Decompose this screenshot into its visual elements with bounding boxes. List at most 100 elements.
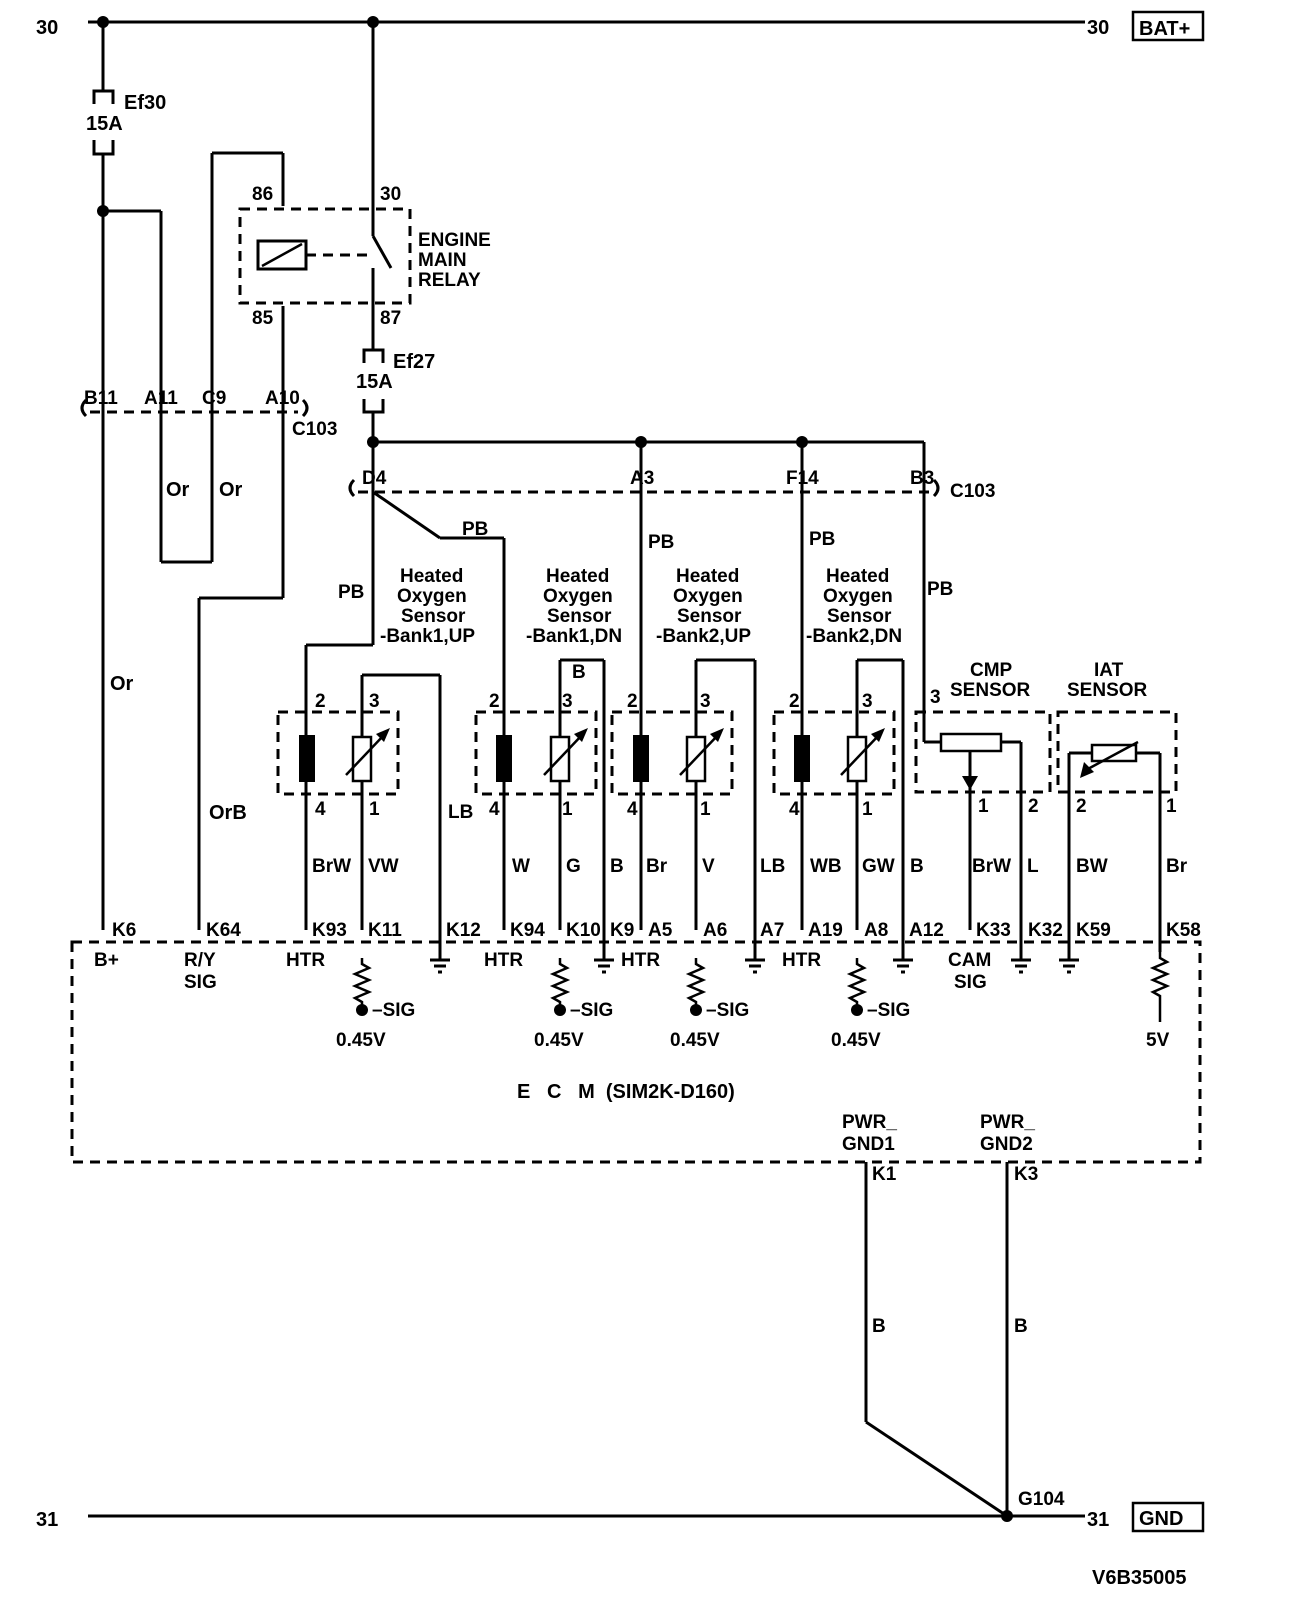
rail-label-left: 30: [36, 17, 58, 39]
ecm-label-htr-2: HTR: [484, 950, 523, 971]
ecm-pin-k1: K1: [872, 1164, 897, 1185]
o2-sensor-bank2-up: Heated Oxygen Sensor -Bank2,UP 2 3 4 1 B…: [610, 566, 785, 960]
fuse-ef27: Ef27 15A: [356, 348, 924, 448]
relay-pin-30: 30: [380, 184, 401, 205]
ecm-pin-k9: K9: [610, 920, 634, 941]
iat-sensor: IAT SENSOR 2 1 BW Br: [1056, 660, 1188, 960]
sig-volt-2: 0.45V: [534, 1030, 584, 1051]
s3-wire-pin4: Br: [646, 856, 668, 877]
s3-name-line1: Heated: [676, 566, 739, 587]
cmp-pin-3: 3: [930, 687, 941, 708]
sig-label-1: –SIG: [372, 1000, 415, 1021]
s2-pin-4: 4: [489, 799, 500, 820]
s4-pin-2: 2: [789, 691, 800, 712]
s3-pin-4: 4: [627, 799, 638, 820]
ecm-pin-k3: K3: [1014, 1164, 1038, 1185]
iat-wire-pin2: BW: [1076, 856, 1108, 877]
ecm-pin-k94: K94: [510, 920, 545, 941]
s4-name-line2: Oxygen: [823, 586, 893, 607]
ecm-label-cam-1: CAM: [948, 950, 991, 971]
s4-wire-return: B: [910, 856, 924, 877]
wire-color-or-left: Or: [110, 673, 134, 695]
fuse-ef30-rating: 15A: [86, 113, 123, 135]
ecm-pin-k33: K33: [976, 920, 1011, 941]
s1-pin-1: 1: [369, 799, 380, 820]
fuse-ef27-rating: 15A: [356, 371, 393, 393]
sig-resistor-4: –SIG 0.45V: [831, 958, 910, 1051]
gnd1-wire-color: B: [872, 1316, 886, 1337]
ground-symbol-k59: [1059, 958, 1079, 974]
wire-color-pb-a3: PB: [648, 532, 674, 553]
ground-symbol-a12: [893, 958, 913, 974]
s1-wire-pin4: BrW: [312, 856, 351, 877]
iat-pin-1: 1: [1166, 796, 1177, 817]
pullup-volt: 5V: [1146, 1030, 1170, 1051]
s2-wire-pin1: G: [566, 856, 581, 877]
sig-label-3: –SIG: [706, 1000, 749, 1021]
s2-name-line4: -Bank1,DN: [526, 626, 622, 647]
s2-wire-pin4: W: [512, 856, 530, 877]
connector-c103-upper: B11 A11 C9 A10 C103: [80, 388, 337, 440]
cmp-wiper-arrow: [962, 776, 978, 790]
iat-name-line2: SENSOR: [1067, 680, 1148, 701]
sig-resistor-3: –SIG 0.45V: [670, 958, 749, 1051]
ecm-pin-k6: K6: [112, 920, 136, 941]
ecm-pin-k11: K11: [368, 920, 402, 941]
sig-volt-4: 0.45V: [831, 1030, 881, 1051]
o2-sensor-bank2-dn: Heated Oxygen Sensor -Bank2,DN 2 3 4 1 W…: [772, 566, 924, 960]
wire-color-or-b: Or: [219, 479, 243, 501]
ground-rail: 31 31 G104 GND: [36, 1489, 1205, 1533]
s2-wire-return: B: [610, 856, 624, 877]
battery-rail: 30 30 BAT+: [36, 10, 1205, 42]
ground-symbol-k9: [594, 958, 614, 974]
ecm-pin-a12: A12: [909, 920, 944, 941]
sensor-feed-wires: PB PB PB PB PB: [304, 442, 953, 742]
gnd-rail-label-left: 31: [36, 1509, 58, 1531]
s2-name-line3: Sensor: [547, 606, 612, 627]
pwr-gnd2-line1: PWR_: [980, 1112, 1035, 1133]
ecm-pin-a8: A8: [864, 920, 888, 941]
o2-sensor-bank1-up: Heated Oxygen Sensor -Bank1,UP 2 3 4 1 B…: [276, 566, 475, 960]
s4-pin-1: 1: [862, 799, 873, 820]
c103-name-upper: C103: [292, 419, 337, 440]
gnd2-wire-color: B: [1014, 1316, 1028, 1337]
cmp-wire-pin1: BrW: [972, 856, 1011, 877]
pullup-resistor-k58: 5V: [1146, 952, 1171, 1051]
sig-label-2: –SIG: [570, 1000, 613, 1021]
s2-name-line2: Oxygen: [543, 586, 613, 607]
wire-color-orb: OrB: [209, 802, 247, 824]
pwr-gnd1-line2: GND1: [842, 1134, 895, 1155]
ecm-title: E C M (SIM2K-D160): [517, 1081, 735, 1103]
ecm-pin-k59: K59: [1076, 920, 1111, 941]
relay-pin-85: 85: [252, 308, 274, 329]
s1-pin-2: 2: [315, 691, 326, 712]
bat-plus-tag-box: [1131, 10, 1205, 42]
s3-wire-pin1: V: [702, 856, 715, 877]
s4-pin-4: 4: [789, 799, 800, 820]
s1-name-line4: -Bank1,UP: [380, 626, 475, 647]
s3-pin-1: 1: [700, 799, 711, 820]
s1-heater-element: [299, 735, 315, 782]
sig-volt-1: 0.45V: [336, 1030, 386, 1051]
c103-name-lower: C103: [950, 481, 995, 502]
relay-pin-87: 87: [380, 308, 401, 329]
ecm-label-htr-1: HTR: [286, 950, 325, 971]
s1-pin-4: 4: [315, 799, 326, 820]
c103-pin-b3: B3: [910, 468, 934, 489]
wire-color-pb-d4: PB: [338, 582, 364, 603]
relay-name-line3: RELAY: [418, 270, 481, 291]
cmp-sensor: CMP SENSOR 3 1 2 BrW L: [914, 660, 1052, 960]
iat-wire-pin1: Br: [1166, 856, 1188, 877]
ground-symbol-k32: [1011, 958, 1031, 974]
ecm-label-htr-3: HTR: [621, 950, 660, 971]
s2-pin-3: 3: [562, 691, 573, 712]
s2-pin-2: 2: [489, 691, 500, 712]
ecm-label-ry-2: SIG: [184, 972, 217, 993]
connector-c103-lower: D4 A3 F14 B3 C103: [348, 468, 995, 502]
s4-pin-3: 3: [862, 691, 873, 712]
gnd-rail-label-right: 31: [1087, 1509, 1109, 1531]
s1-name-line2: Oxygen: [397, 586, 467, 607]
c103-pin-a11: A11: [144, 388, 178, 409]
cmp-pin-1: 1: [978, 796, 989, 817]
iat-pin-2: 2: [1076, 796, 1087, 817]
